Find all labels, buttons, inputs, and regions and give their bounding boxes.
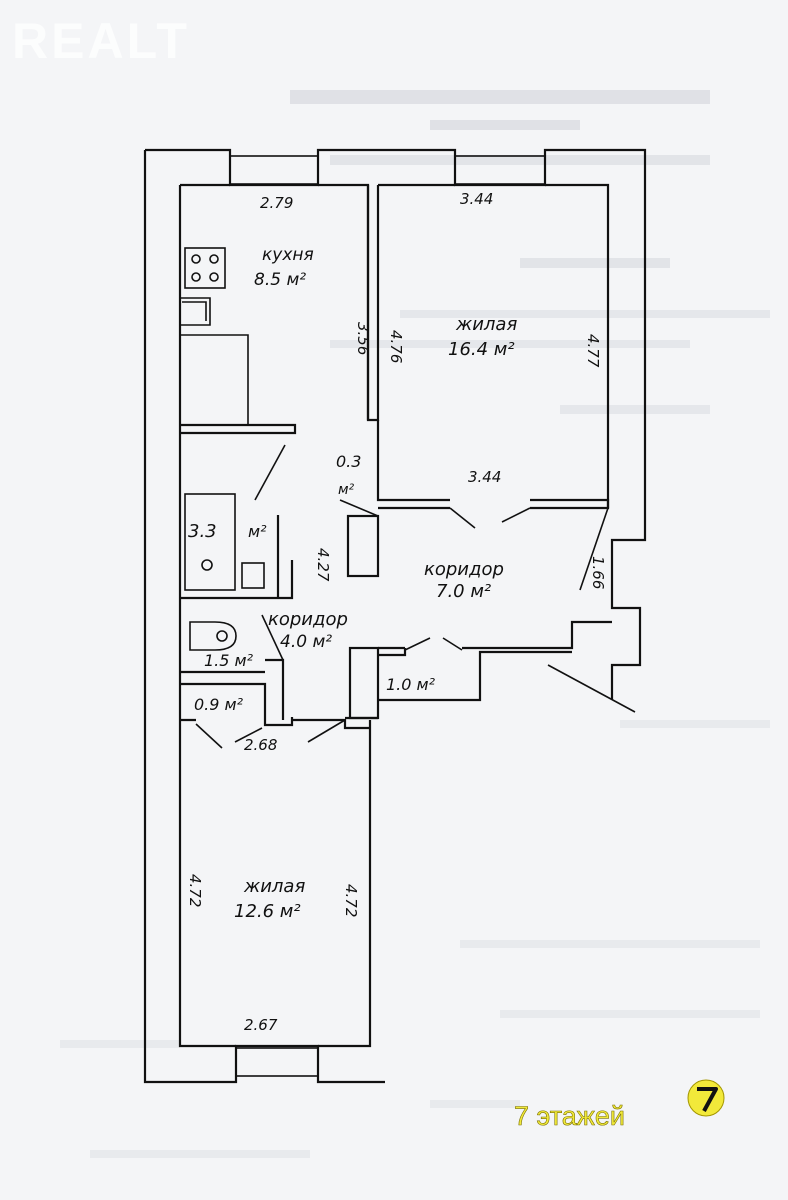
dim-corridor-side: 4.27 <box>314 548 332 582</box>
bath-unit: м² <box>248 522 267 541</box>
dimension-labels: 2.79 3.56 3.44 4.76 4.77 3.44 4.27 1.66 … <box>186 190 607 1034</box>
corridor1-name: коридор <box>424 559 504 580</box>
bath-area: 3.3 <box>188 521 217 542</box>
floors-badge: 7 этажей <box>514 1079 725 1131</box>
living1-area: 16.4 м² <box>448 339 515 360</box>
dim-living1-bottom: 3.44 <box>468 468 501 486</box>
niche-unit: м² <box>338 482 355 498</box>
niche-area: 0.3 <box>336 452 361 471</box>
dim-kitchen-side: 3.56 <box>354 322 372 355</box>
dim-living2-top: 2.68 <box>244 736 277 754</box>
dim-corridor-right: 1.66 <box>589 556 607 589</box>
dim-living2-right: 4.72 <box>342 884 360 917</box>
living2-area: 12.6 м² <box>234 901 301 922</box>
kitchen-name: кухня <box>262 245 314 265</box>
living2-name: жилая <box>243 876 305 897</box>
corridor1-area: 7.0 м² <box>436 581 491 602</box>
kitchen-area: 8.5 м² <box>254 270 306 290</box>
living1-name: жилая <box>455 314 517 335</box>
corridor2-area: 4.0 м² <box>280 632 332 652</box>
interior-walls <box>180 185 636 749</box>
storage2-area: 1.0 м² <box>386 675 436 694</box>
floors-badge-text: 7 этажей <box>514 1101 625 1131</box>
room-labels: кухня 8.5 м² жилая 16.4 м² коридор 7.0 м… <box>188 245 517 922</box>
toilet-area: 1.5 м² <box>204 651 254 670</box>
corridor2-name: коридор <box>268 609 348 630</box>
dim-living2-bottom: 2.67 <box>244 1016 278 1034</box>
dim-kitchen-top: 2.79 <box>260 194 293 212</box>
dim-living1-right: 4.77 <box>584 334 602 368</box>
seven-icon <box>697 1087 718 1112</box>
dim-living2-left: 4.72 <box>186 874 204 907</box>
background-document-text <box>60 90 770 1158</box>
storage1-area: 0.9 м² <box>194 695 244 714</box>
dim-living1-left: 4.76 <box>387 330 405 363</box>
realt-watermark: REALT <box>12 13 190 69</box>
dim-living1-top: 3.44 <box>460 190 493 208</box>
